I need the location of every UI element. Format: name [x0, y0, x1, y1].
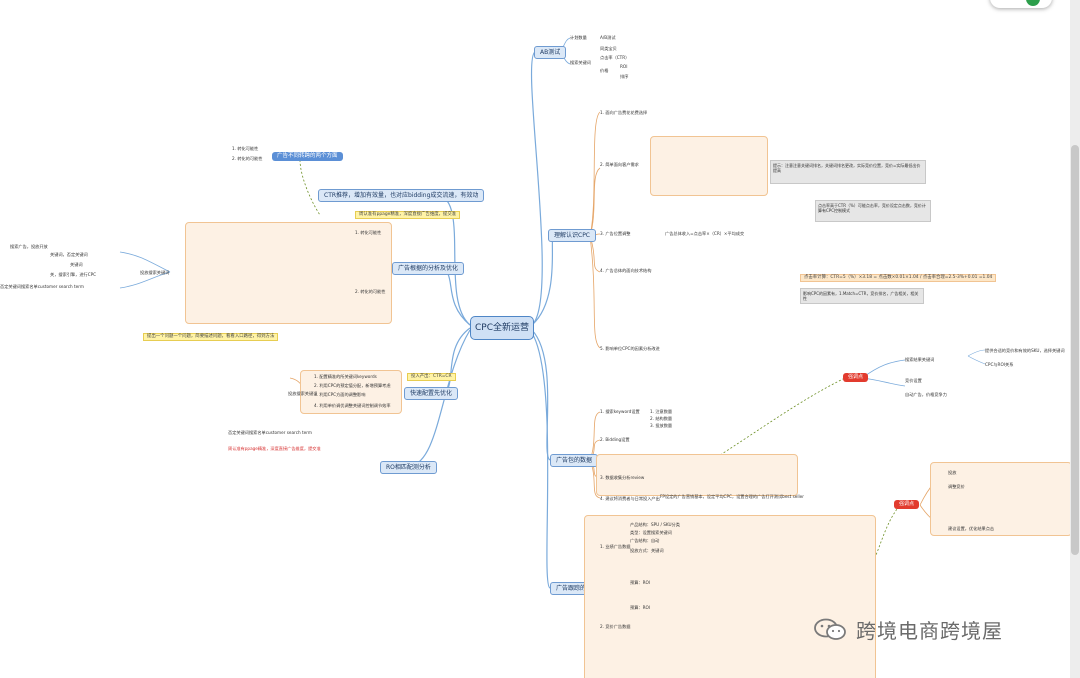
- cpc-item: 2. 简单面向客户需求: [600, 162, 639, 167]
- branch-ab-test[interactable]: AB测试: [534, 46, 567, 59]
- ctr-line[interactable]: CTR推荐，增加有效量，也对应bidding成交流速，有效动: [318, 189, 485, 202]
- sp-note: 否定关键词搜索名单customer search term: [228, 430, 312, 435]
- data-detail-panel: [596, 454, 798, 496]
- two-ways-pill[interactable]: 广告不同转跨的两个方面: [272, 152, 343, 161]
- right-note: 提供合适的竞价和有效的SKU，选择关键词: [985, 348, 1065, 353]
- far-left-item: 关键词，否定关键词: [50, 252, 88, 257]
- two-ways-item: 2. 转化的可能性: [232, 156, 263, 161]
- ab-sub: 点击率（CTR）: [600, 55, 630, 60]
- right-item: 搜索结果关键词: [905, 357, 935, 362]
- deploy-item: 3. 利用CPC方面的调整影响: [314, 392, 366, 397]
- analysis-sub: 1. 转化可能性: [355, 230, 382, 235]
- two-ways-item: 1. 转化可能性: [232, 146, 259, 151]
- manage-item: 1. 业绩广告数据: [600, 544, 631, 549]
- far-left-item: 关，搜索引擎，进行CPC: [50, 272, 97, 277]
- manage-detail-panel: [584, 515, 876, 678]
- right-item: 自动广告，价格竞争力: [905, 392, 947, 397]
- data-item: 4. 建议将消费者与日常投入产出: [600, 496, 660, 501]
- cpc-grey-note: 提示：注意注意关键词排名，关键词排名更改，实际竞价位置，竞价=实际最低出价提高: [770, 160, 926, 184]
- data-item: 3. 数据收集分析review: [600, 475, 645, 480]
- manage-sub: 类型：设置搜索关键词: [630, 530, 672, 535]
- cpc-item: 3. 广告位置调整: [600, 231, 631, 236]
- deploy-label: 投放搜索关键词: [288, 391, 318, 396]
- watermark-text: 跨境电商跨境屋: [856, 618, 1003, 643]
- cpc-orange-note: 点击率计算：CTR=5（%）×3.18 = 点击数×0.01×1.04 / 点击…: [800, 274, 997, 282]
- data-item: 2. Bidding设置: [600, 437, 630, 442]
- data-item: 1. 搜索keyword设置: [600, 409, 640, 414]
- branch-deploy[interactable]: 快速配置先优化: [404, 387, 459, 400]
- far-left-item: 搜索广告，投放开放: [10, 244, 48, 249]
- data-note: FP设定的广告营销基本，设定平均CPC，设置合理的广告打开测试best sell…: [660, 494, 804, 499]
- watermark: 跨境电商跨境屋: [812, 614, 1003, 644]
- ab-sub: 同类宝贝: [600, 46, 617, 51]
- branch-sp[interactable]: RO相匹配测分析: [380, 461, 437, 474]
- right-note: CPC与ROI关系: [985, 362, 1014, 367]
- manage-item: 2. 竞价广告数据: [600, 624, 631, 629]
- analysis-panel: [185, 222, 392, 324]
- vertical-scrollbar[interactable]: [1070, 0, 1080, 678]
- cpc-item: 5. 影响单位CPC的因素分析改进: [600, 346, 660, 351]
- cpc-formula: 广告总体收入=点击率×（CR）×平均成交: [665, 231, 745, 236]
- ab-item: 搜索关键词: [570, 60, 591, 65]
- ab-item: A/B测试: [600, 35, 616, 40]
- wechat-icon: [814, 618, 846, 640]
- deploy-note: 投入产出：CTR=CR: [407, 373, 456, 381]
- floating-button[interactable]: [990, 0, 1052, 8]
- manage-sub: 产品结构：SPU / SKU分类: [630, 522, 680, 527]
- manage-sub: 预算：ROI: [630, 580, 651, 585]
- far-left-item: 关键词: [70, 262, 83, 267]
- deploy-item: 2. 利用CPC的预定值分配，新增预算考虑: [314, 383, 391, 388]
- center-topic[interactable]: CPC全新运营: [470, 316, 534, 340]
- ab-sub: 排序: [620, 74, 629, 79]
- ab-sub: 价格: [600, 68, 609, 73]
- deploy-item: 1. 配置精准的所关键词keywords: [314, 374, 377, 379]
- far-left-item: 否定关键词搜索名单customer search term: [0, 284, 84, 289]
- right-note: 建议设置，优化结果点击: [948, 526, 995, 531]
- ab-item: 计划数量: [570, 35, 587, 40]
- deploy-panel: [300, 370, 402, 414]
- data-rank: 3. 投放数量: [650, 423, 673, 428]
- keyword-hint: 周认准有ppage精准，深度直接广告维度，提交准: [355, 211, 461, 219]
- cpc-item: 4. 广告总体的面向技术结构: [600, 268, 652, 273]
- right-note: 投放: [948, 470, 957, 475]
- cpc-grey-note: 影响CPC的因素有，1.Match=CTR，竞价排名，广告相关，相关性: [800, 288, 924, 304]
- cpc-item: 1. 面向广告费花花费选择: [600, 110, 648, 115]
- right-note: 调整竞价: [948, 484, 965, 489]
- cpc-grey-note: 点击率高于CTR（%）可能点击率，竞价设定点击数，竞价计算有CPC控制模式: [815, 200, 931, 222]
- orig-question: 提出一个问题一个问题，简要描述问题，看看入口路径，得到方法: [143, 333, 279, 341]
- ab-item: ROI: [620, 64, 628, 69]
- branch-analysis[interactable]: 广告根据的分析及优化: [392, 262, 465, 275]
- analysis-sub: 2. 转化的可能性: [355, 289, 386, 294]
- data-rank: 1. 注意数量: [650, 409, 673, 414]
- cpc-detail-panel: [650, 136, 768, 196]
- right-detail-panel: [930, 462, 1072, 536]
- status-dot-icon[interactable]: [1026, 0, 1040, 6]
- manage-sub: 预算：ROI: [630, 605, 651, 610]
- right-item: 竞价设置: [905, 378, 922, 383]
- emphasis-pill-left[interactable]: 强调点: [843, 373, 869, 382]
- data-rank: 2. 结构数量: [650, 416, 673, 421]
- sp-note-red: 周认准有ppage精准，深度直接广告维度，提交准: [228, 446, 321, 451]
- branch-data[interactable]: 广告包的数据: [550, 454, 599, 467]
- far-left-label: 投放搜索关键词: [140, 270, 170, 275]
- manage-sub: 投放方式：关键词: [630, 548, 664, 553]
- emphasis-pill-right[interactable]: 强调点: [894, 500, 920, 509]
- branch-cpc[interactable]: 理解认识CPC: [548, 229, 596, 242]
- deploy-item: 4. 利用单价调优调整关键词控制调节效率: [314, 403, 391, 408]
- scrollbar-thumb[interactable]: [1071, 145, 1079, 555]
- manage-sub: 广告结构：自动: [630, 538, 660, 543]
